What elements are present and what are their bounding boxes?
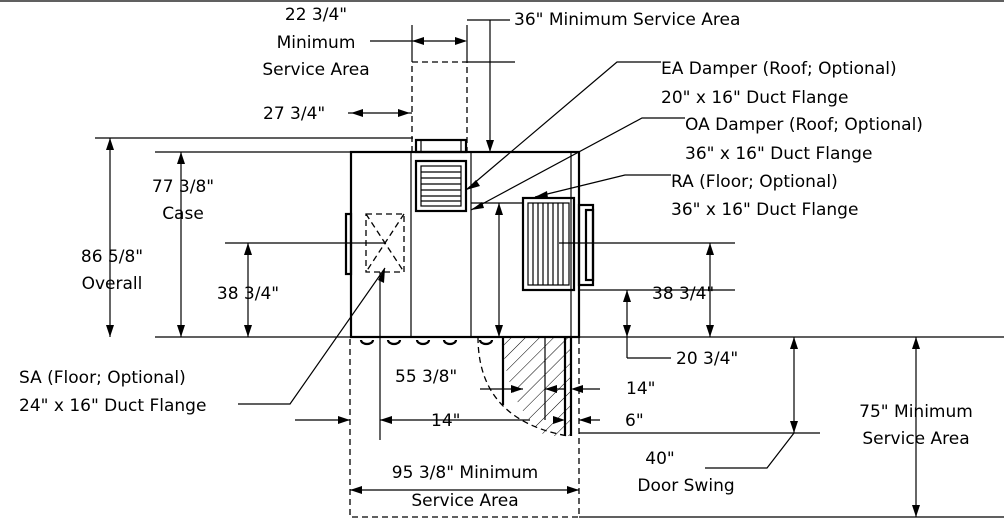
left-handle [344,212,353,276]
sa-flange-label: 24" x 16" Duct Flange [19,396,206,416]
service-area-label: Service Area [262,60,369,80]
dim-38-3-4-right-label: 38 3/4" [652,284,714,304]
dim-27-3-4-label: 27 3/4" [263,104,325,124]
dim-95-3-8-label: 95 3/8" Minimum [392,463,538,483]
dim-22-3-4-label: 22 3/4" [285,5,347,25]
door-swing-area [477,336,573,437]
oa-damper-label: OA Damper (Roof; Optional) [685,115,923,135]
minimum-label: Minimum [277,33,356,53]
service-area-75-label: Service Area [862,429,969,449]
case-label: Case [162,204,204,224]
dim-86-5-8-label: 86 5/8" [81,247,143,267]
sa-label: SA (Floor; Optional) [19,368,186,388]
ra-flange-label: 36" x 16" Duct Flange [671,200,858,220]
ea-flange-label: 20" x 16" Duct Flange [661,88,848,108]
dim-55-3-8-label: 55 3/8" [395,367,457,387]
dim-75-label: 75" Minimum [859,402,973,422]
dim-38-3-4-left-label: 38 3/4" [217,284,279,304]
right-door-handle [584,208,595,282]
top-service-area [411,61,468,153]
service-area-95-label: Service Area [411,491,518,511]
ea-damper-label: EA Damper (Roof; Optional) [661,59,897,79]
dim-77-3-8-label: 77 3/8" [152,177,214,197]
dim-6-label: 6" [625,411,644,431]
dim-40-label: 40" [645,449,674,469]
oa-damper [521,196,576,292]
roof-cap [414,138,468,154]
overall-label: Overall [82,274,143,294]
unit-feet [359,339,494,346]
right-dimension-lines [471,202,1004,518]
door-swing-label: Door Swing [637,476,734,496]
ea-damper [414,159,468,213]
front-service-area [349,336,580,518]
dim-14-right-label: 14" [626,379,655,399]
top-dimension-lines [348,19,515,152]
ra-label: RA (Floor; Optional) [671,172,838,192]
left-dimension-lines [95,137,413,338]
bottom-dimension-lines [295,272,600,494]
dim-20-3-4-label: 20 3/4" [676,349,738,369]
dim-14-bottom-label: 14" [431,411,460,431]
leader-lines [238,61,685,405]
oa-flange-label: 36" x 16" Duct Flange [685,144,872,164]
dim-36-service-label: 36" Minimum Service Area [514,10,740,30]
